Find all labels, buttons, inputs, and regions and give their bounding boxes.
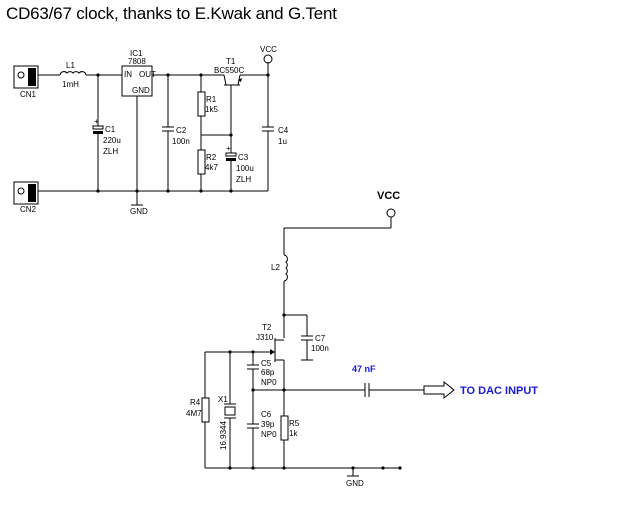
- crystal-x1: [224, 352, 236, 468]
- t1-part: BC550C: [214, 66, 244, 75]
- capacitor-c4: [262, 62, 274, 191]
- vcc-top-label: VCC: [260, 45, 277, 54]
- gnd-bottom-label: GND: [346, 479, 364, 488]
- resistor-r5: [280, 390, 289, 468]
- t2-name: T2: [262, 323, 272, 332]
- c2-name: C2: [176, 126, 187, 135]
- vcc-top-terminal: [263, 54, 273, 64]
- output-arrow: [423, 380, 455, 400]
- c4-value: 1u: [278, 137, 287, 146]
- capacitor-c6: [247, 390, 259, 468]
- inductor-l2: [283, 254, 288, 282]
- c5-type: NP0: [261, 378, 277, 387]
- c1-name: C1: [105, 125, 116, 134]
- c6-name: C6: [261, 410, 272, 419]
- r4-name: R4: [190, 398, 201, 407]
- t2-part: J310: [256, 333, 274, 342]
- resistor-r2: [197, 135, 206, 191]
- c3-type: ZLH: [236, 175, 251, 184]
- r1-value: 1k5: [205, 105, 218, 114]
- connector-cn2: [13, 181, 39, 205]
- ic1-in-pin: IN: [124, 70, 132, 79]
- junction-dots-top: [96, 73, 270, 193]
- r4-value: 4M7: [186, 409, 202, 418]
- connector-cn1: [13, 65, 39, 89]
- r2-name: R2: [206, 153, 217, 162]
- capacitor-c7: [301, 315, 313, 361]
- r5-value: 1k: [289, 429, 298, 438]
- output-label: TO DAC INPUT: [460, 385, 538, 397]
- c5-value: 68p: [261, 368, 275, 377]
- diagram-title: CD63/67 clock, thanks to E.Kwak and G.Te…: [6, 4, 337, 23]
- jfet-t2: [253, 338, 285, 390]
- c1-plus: +: [94, 117, 99, 126]
- ic1-part: 7808: [128, 57, 146, 66]
- capacitor-c2: [162, 75, 174, 191]
- c3-plus: +: [226, 144, 231, 153]
- c3-value: 100u: [236, 164, 254, 173]
- x1-name: X1: [218, 395, 228, 404]
- c1-type: ZLH: [103, 147, 118, 156]
- l1-name: L1: [66, 61, 75, 70]
- t1-name: T1: [226, 57, 236, 66]
- c5-name: C5: [261, 359, 272, 368]
- ic1-gnd-pin: GND: [132, 86, 150, 95]
- ic1-out-pin: OUT: [139, 70, 156, 79]
- inductor-l1: [59, 71, 87, 76]
- cn1-label: CN1: [20, 90, 37, 99]
- vcc-big-label: VCC: [377, 190, 400, 202]
- coupling-cap-label: 47 nF: [352, 364, 376, 374]
- c3-name: C3: [238, 153, 249, 162]
- transistor-t1: [223, 74, 242, 135]
- c2-value: 100n: [172, 137, 190, 146]
- capacitor-c3: [225, 135, 237, 191]
- resistor-r1: [197, 75, 206, 135]
- capacitor-c1: [92, 75, 104, 191]
- c1-value: 220u: [103, 136, 121, 145]
- vcc-big-terminal: [386, 208, 396, 218]
- capacitor-c5: [247, 352, 259, 390]
- l1-value: 1mH: [62, 80, 79, 89]
- junction-dots-osc: [228, 313, 402, 470]
- r5-name: R5: [289, 419, 300, 428]
- c7-name: C7: [315, 334, 326, 343]
- cn2-label: CN2: [20, 205, 37, 214]
- c4-name: C4: [278, 126, 289, 135]
- gnd-top-label: GND: [130, 207, 148, 216]
- resistor-r4: [201, 352, 210, 468]
- r1-name: R1: [206, 95, 217, 104]
- x1-value: 16.9344: [219, 421, 228, 450]
- capacitor-coupling-47nf: [364, 383, 424, 397]
- c6-value: 39p: [261, 420, 275, 429]
- r2-value: 4k7: [205, 163, 218, 172]
- ic1-name: IC1: [130, 49, 143, 58]
- c7-value: 100n: [311, 344, 329, 353]
- c6-type: NP0: [261, 430, 277, 439]
- l2-name: L2: [271, 263, 280, 272]
